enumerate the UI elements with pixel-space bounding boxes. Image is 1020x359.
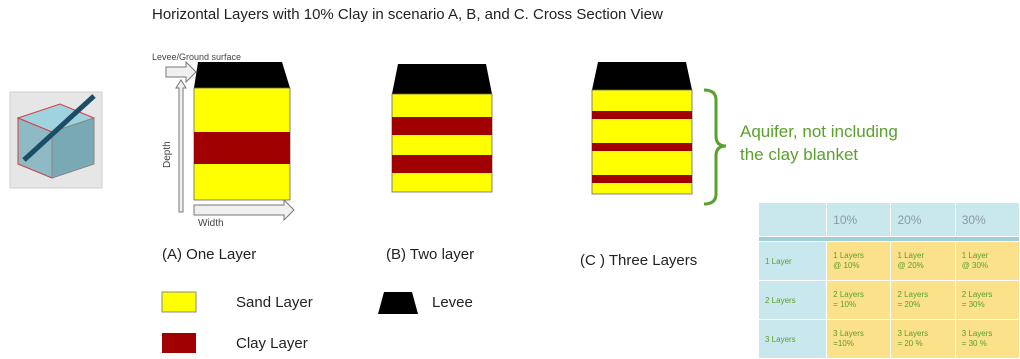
legend-sand-label: Sand Layer — [236, 294, 313, 311]
clay-layer-c1 — [592, 111, 692, 119]
scenario-a-column — [193, 62, 291, 201]
scenario-a-caption: (A) One Layer — [162, 246, 257, 263]
clay-layer-c3 — [592, 175, 692, 183]
table-cell: 3 Layers=10% — [826, 319, 892, 359]
table-row-label: 3 Layers — [757, 319, 828, 359]
scenario-b-caption: (B) Two layer — [386, 246, 475, 263]
table-header-cell: 30% — [954, 202, 1020, 237]
clay-layer-b1 — [392, 117, 492, 135]
clay-layer-b2 — [392, 155, 492, 173]
diagram-title: Horizontal Layers with 10% Clay in scena… — [152, 6, 663, 23]
table-header-cell: 20% — [890, 202, 956, 237]
table-row: 1 Layer 1 Layers@ 10% 1 Layer@ 20% 1 Lay… — [757, 241, 1020, 281]
table-header-cell: 10% — [826, 202, 892, 237]
table-cell: 3 Layers= 30 % — [954, 319, 1020, 359]
table-cell: 3 Layers= 20 % — [890, 319, 956, 359]
clay-swatch — [162, 333, 196, 353]
ground-arrow-icon — [165, 60, 197, 84]
width-arrow-icon — [193, 198, 295, 222]
cube-thumbnail-icon — [9, 91, 103, 189]
table-cell: 1 Layers@ 10% — [826, 241, 892, 281]
aquifer-note: Aquifer, not including the clay blanket — [740, 120, 898, 166]
levee-swatch-icon — [378, 292, 418, 314]
aquifer-note-line-2: the clay blanket — [740, 145, 859, 164]
scenario-c-caption: (C ) Three Layers — [580, 252, 698, 269]
legend-levee-label: Levee — [432, 294, 473, 311]
scenario-table: 10% 20% 30% 1 Layer 1 Layers@ 10% 1 Laye… — [757, 202, 1020, 359]
table-row-label: 1 Layer — [757, 241, 828, 281]
levee-ground-label: Levee/Ground surface — [152, 52, 241, 62]
table-row: 3 Layers 3 Layers=10% 3 Layers= 20 % 3 L… — [757, 319, 1020, 359]
levee-shape-a — [194, 62, 290, 88]
levee-shape-c — [592, 62, 692, 90]
table-corner-cell — [757, 202, 828, 237]
clay-layer-c2 — [592, 143, 692, 151]
table-row-label: 2 Layers — [757, 280, 828, 320]
depth-arrow-icon — [175, 79, 187, 213]
table-cell: 1 Layer@ 20% — [890, 241, 956, 281]
aquifer-note-line-1: Aquifer, not including — [740, 122, 898, 141]
sand-body-b — [391, 93, 493, 193]
levee-shape-b — [392, 64, 492, 94]
depth-label: Depth — [162, 141, 173, 168]
aquifer-bracket-icon — [703, 88, 727, 206]
scenario-c-column — [591, 62, 693, 195]
table-header-row: 10% 20% 30% — [757, 202, 1020, 237]
table-cell: 2 Layers= 30% — [954, 280, 1020, 320]
table-cell: 1 Layer@ 30% — [954, 241, 1020, 281]
clay-layer-a1 — [194, 132, 290, 164]
scenario-b-column — [391, 64, 493, 193]
table-cell: 2 Layers= 10% — [826, 280, 892, 320]
width-label: Width — [198, 218, 224, 229]
table-row: 2 Layers 2 Layers= 10% 2 Layers= 20% 2 L… — [757, 280, 1020, 320]
sand-swatch — [161, 291, 197, 313]
legend-clay-label: Clay Layer — [236, 335, 308, 352]
table-cell: 2 Layers= 20% — [890, 280, 956, 320]
